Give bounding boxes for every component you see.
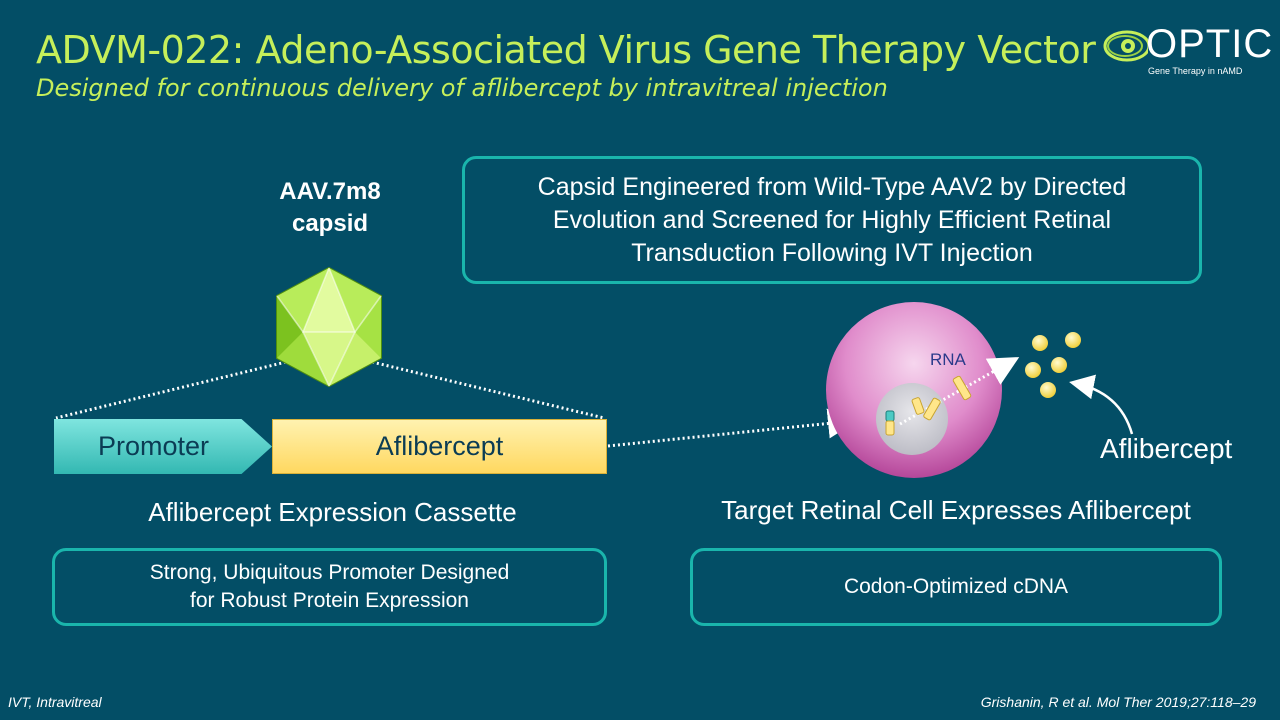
protein-dot bbox=[1032, 335, 1048, 351]
protein-dot bbox=[1040, 382, 1056, 398]
cassette-to-cell-dotted-arrow bbox=[607, 408, 858, 448]
aflibercept-gene-segment: Aflibercept bbox=[272, 419, 607, 474]
capsid-description-line2: Evolution and Screened for Highly Effici… bbox=[552, 205, 1112, 234]
aflibercept-pointer-arrow bbox=[1069, 374, 1134, 435]
capsid-description-line1: Capsid Engineered from Wild-Type AAV2 by… bbox=[537, 172, 1127, 201]
capsid-description-line3: Transduction Following IVT Injection bbox=[631, 238, 1033, 267]
capsid-icosahedron-icon bbox=[276, 266, 382, 388]
aflibercept-protein-label: Aflibercept bbox=[1100, 433, 1233, 464]
rna-strand-icon bbox=[911, 375, 972, 421]
capsid-description-box: Capsid Engineered from Wild-Type AAV2 by… bbox=[462, 156, 1202, 284]
eye-icon bbox=[1103, 30, 1148, 62]
codon-description-box: Codon-Optimized cDNA bbox=[690, 548, 1222, 626]
promoter-segment: Promoter bbox=[54, 419, 272, 474]
capsid-label-type: capsid bbox=[291, 210, 369, 237]
footer-reference: Grishanin, R et al. Mol Ther 2019;27:118… bbox=[980, 694, 1256, 710]
dna-vector-icon bbox=[885, 410, 895, 436]
capsid-label-name: AAV.7m8 bbox=[279, 178, 381, 205]
codon-description-text: Codon-Optimized cDNA bbox=[843, 575, 1069, 598]
promoter-description-line1: Strong, Ubiquitous Promoter Designed bbox=[149, 561, 510, 584]
protein-dot bbox=[1025, 362, 1041, 378]
capsid-left-dotted-line bbox=[55, 360, 287, 420]
capsid-label: AAV.7m8 capsid bbox=[260, 176, 400, 240]
promoter-description-box: Strong, Ubiquitous Promoter Designed for… bbox=[52, 548, 607, 626]
cell-nucleus bbox=[876, 383, 948, 455]
cassette-caption: Aflibercept Expression Cassette bbox=[148, 497, 517, 527]
target-cell-caption: Target Retinal Cell Expresses Aflibercep… bbox=[721, 495, 1191, 525]
protein-dot bbox=[1065, 332, 1081, 348]
protein-dot bbox=[1051, 357, 1067, 373]
aflibercept-protein-dots bbox=[1025, 332, 1081, 398]
logo-wordmark: OPTIC bbox=[1146, 22, 1274, 66]
capsid-right-dotted-line bbox=[371, 360, 605, 420]
rna-label: RNA bbox=[930, 350, 966, 369]
promoter-description-line2: for Robust Protein Expression bbox=[190, 589, 469, 612]
footer-abbreviation: IVT, Intravitreal bbox=[8, 694, 102, 710]
slide-subtitle: Designed for continuous delivery of afli… bbox=[36, 74, 888, 102]
logo-tagline: Gene Therapy in nAMD bbox=[1148, 66, 1243, 76]
slide-title: ADVM-022: Adeno-Associated Virus Gene Th… bbox=[36, 28, 1096, 72]
optic-logo: OPTIC Gene Therapy in nAMD bbox=[1100, 22, 1272, 78]
